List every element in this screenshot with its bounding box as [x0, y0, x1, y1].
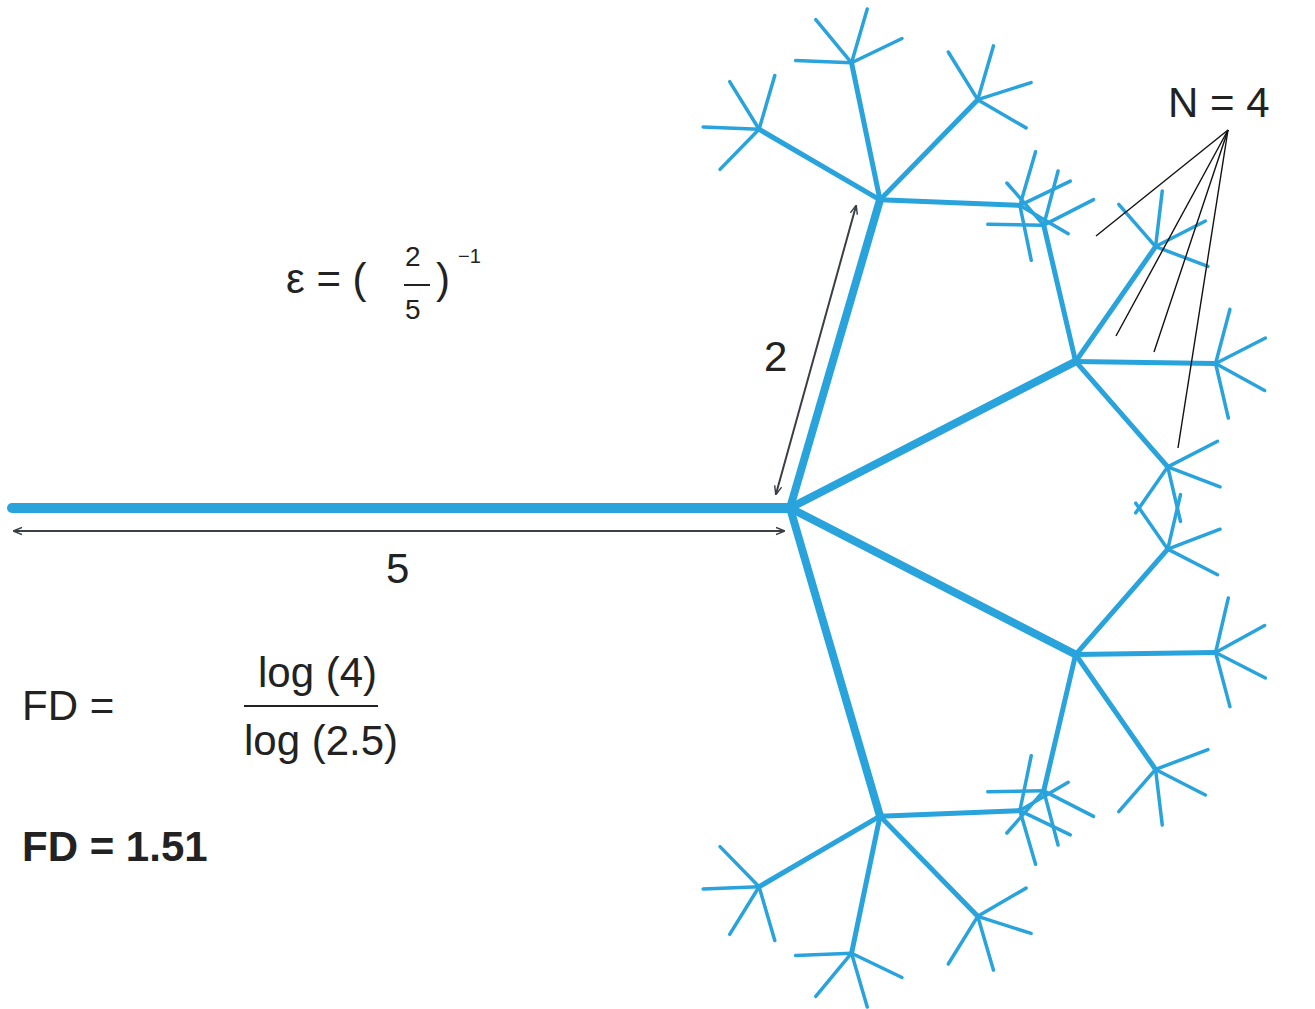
tree-branch	[978, 46, 994, 100]
tree-branch	[1076, 549, 1168, 654]
tree-branch	[1216, 625, 1265, 652]
tree-branch	[948, 916, 977, 964]
tree-branch	[796, 953, 852, 955]
dimension-label: 2	[764, 336, 787, 378]
tree-branch	[816, 953, 852, 996]
tree-branch	[1168, 467, 1220, 487]
tree-branch	[1168, 495, 1181, 550]
tree-branch	[1168, 441, 1218, 467]
tree-branch	[1156, 769, 1163, 825]
tree-branch	[720, 129, 759, 169]
result-label: FD = 1.51	[22, 826, 208, 868]
tree-branch	[852, 953, 868, 1007]
tree-branch	[703, 887, 759, 889]
tree-branch	[1020, 181, 1070, 205]
tree-branch	[1020, 756, 1031, 811]
fraction-numerator: 2	[405, 243, 421, 271]
tree-branch	[1044, 200, 1094, 226]
tree-branch	[1076, 652, 1216, 654]
tree-branch	[1136, 467, 1168, 513]
tree-branch	[880, 100, 978, 200]
tree-branch	[1168, 529, 1220, 549]
length-arrow	[776, 206, 856, 494]
tree-branch	[703, 127, 759, 129]
tree-branch	[759, 76, 775, 130]
tree-branch	[1216, 364, 1229, 419]
tree-branch	[1076, 361, 1216, 363]
tree-branch	[1156, 750, 1208, 770]
tree-branch	[988, 789, 1044, 793]
tree-branch	[759, 887, 775, 941]
epsilon-formula: ε = (	[286, 258, 367, 300]
tree-branch	[1156, 191, 1163, 247]
formula-label: FD =	[22, 685, 114, 727]
tree-branch	[759, 129, 880, 200]
fraction-denominator: 5	[405, 296, 421, 324]
tree-branch	[790, 361, 1076, 508]
tree-branch	[790, 508, 880, 816]
tree-branch	[12, 503, 790, 513]
tree-branch	[978, 888, 1026, 916]
tree-branch	[1216, 338, 1266, 364]
count-label: N = 4	[1168, 82, 1270, 124]
tree-branch	[978, 916, 994, 970]
tree-branch	[978, 916, 1031, 933]
tree-branch	[1020, 205, 1031, 260]
tree-branch	[1168, 467, 1181, 522]
tree-branch	[880, 200, 1020, 206]
tree-branch	[1044, 225, 1076, 361]
fraction-bar	[244, 705, 378, 707]
formula-bracket: )	[436, 258, 450, 300]
tree-branch	[978, 83, 1031, 100]
tree-branch	[1020, 811, 1036, 865]
tree-branch	[1007, 183, 1044, 225]
tree-branch	[948, 52, 977, 100]
dimension-label: 5	[386, 548, 409, 590]
tree-branch	[1156, 769, 1206, 795]
fraction-numerator: log (4)	[258, 652, 377, 694]
tree-branch	[852, 816, 880, 953]
tree-branch	[1156, 221, 1206, 247]
tree-branch	[852, 63, 880, 200]
tree-branch	[1119, 769, 1156, 811]
tree-branch	[730, 887, 759, 935]
tree-branch	[790, 200, 880, 508]
tree-branch	[816, 20, 852, 63]
tree-branch	[852, 38, 902, 62]
tree-branch	[720, 847, 759, 887]
tree-branch	[1044, 655, 1076, 791]
tree-branch	[1216, 652, 1230, 706]
tree-branch	[1168, 549, 1218, 575]
tree-branch	[759, 816, 880, 887]
tree-branch	[1119, 204, 1156, 246]
exponent: −1	[458, 246, 481, 266]
tree-branch	[880, 811, 1020, 817]
tree-branch	[1076, 247, 1156, 362]
tree-branch	[1136, 503, 1168, 549]
tree-branch	[1076, 361, 1168, 466]
fraction-bar	[404, 284, 430, 286]
tree-branch	[1020, 782, 1068, 810]
fraction-denominator: log (2.5)	[244, 720, 398, 762]
tree-branch	[730, 82, 759, 130]
tree-branch	[978, 100, 1026, 128]
tree-branch	[796, 61, 852, 63]
tree-branch	[988, 223, 1044, 227]
tree-branch	[1216, 364, 1265, 391]
tree-branch	[880, 816, 978, 916]
tree-branch	[1044, 791, 1058, 845]
tree-branch	[1076, 655, 1156, 770]
length-arrow	[14, 530, 784, 532]
tree-branch	[790, 508, 1076, 655]
leader-lines	[1096, 130, 1228, 448]
tree-branch	[1216, 598, 1229, 653]
